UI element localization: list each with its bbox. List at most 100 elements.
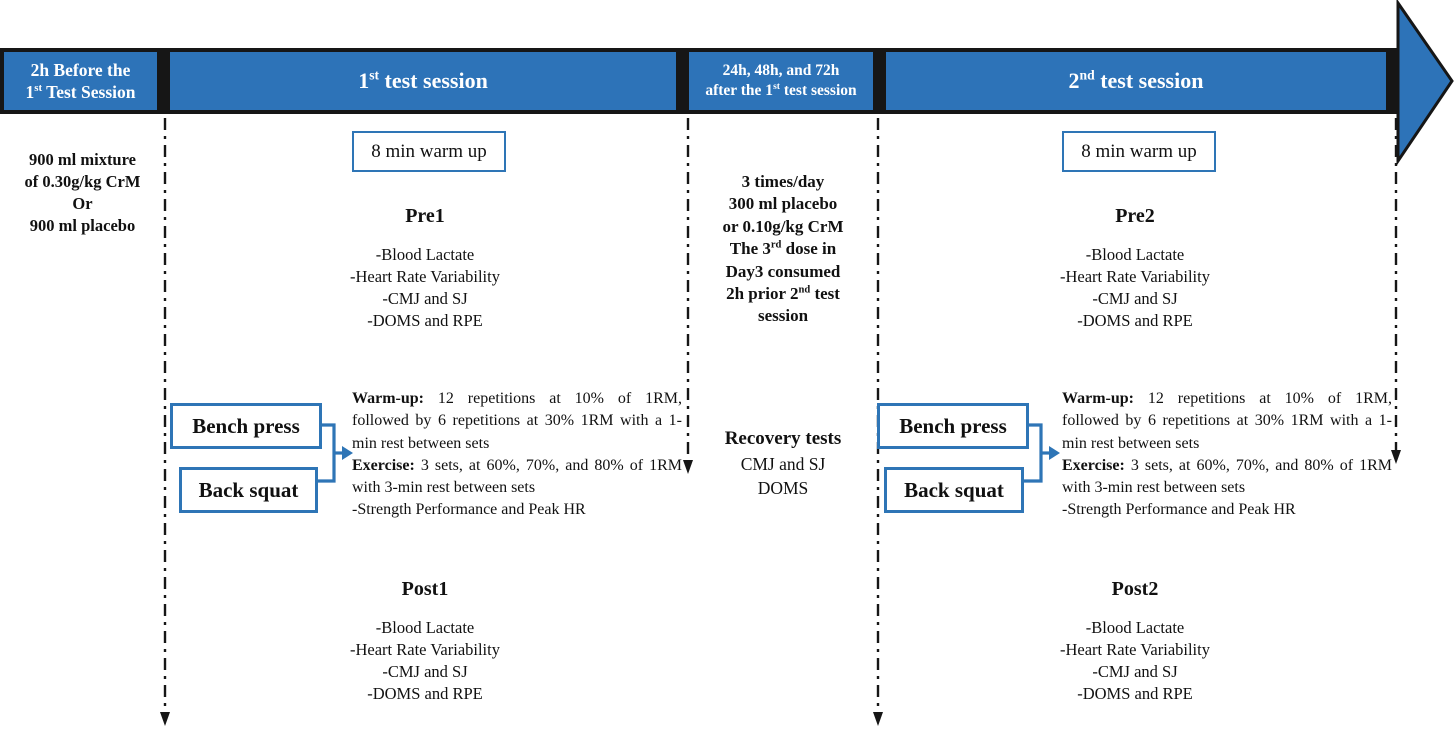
measure-item: -Blood Lactate xyxy=(375,245,475,264)
post2-label: Post2 xyxy=(1111,578,1159,600)
measure-item: -Heart Rate Variability xyxy=(1060,640,1210,659)
down-arrow-icon xyxy=(683,460,693,474)
protocol-exercise-text: 3 sets, at 60%, 70%, and 80% of 1RM with… xyxy=(352,456,682,497)
superscript: st xyxy=(34,82,43,95)
header-section-session2: 2nd test session xyxy=(886,52,1386,110)
header-session1-label: 1st test session xyxy=(358,68,488,94)
header-before-line1: 2h Before the xyxy=(30,60,131,80)
supplement-line: 900 ml placebo xyxy=(29,216,136,235)
timeline-header-bar: 2h Before the 1st Test Session 1st test … xyxy=(0,48,1400,114)
header-session2-label: 2nd test session xyxy=(1069,68,1204,94)
timeline-arrowhead-icon xyxy=(1396,0,1454,166)
text-run: 2 xyxy=(1068,68,1080,93)
header-interval-line1: 24h, 48h, and 72h xyxy=(722,62,840,79)
back-squat-box-session1: Back squat xyxy=(179,467,318,513)
text-run: 1 xyxy=(25,82,35,102)
measure-item: -Blood Lactate xyxy=(1085,245,1185,264)
post2-measures-list: -Blood Lactate -Heart Rate Variability -… xyxy=(985,617,1285,705)
pre1-measures-list: -Blood Lactate -Heart Rate Variability -… xyxy=(275,244,575,332)
post1-measures-list: -Blood Lactate -Heart Rate Variability -… xyxy=(275,617,575,705)
down-arrow-icon xyxy=(1391,450,1401,464)
supplement-line: of 0.30g/kg CrM xyxy=(24,172,141,191)
measure-item: -CMJ and SJ xyxy=(382,662,468,681)
protocol-warmup-bold: Warm-up: xyxy=(1062,390,1134,407)
protocol-warmup-text: 12 repetitions at 10% of 1RM, followed b… xyxy=(352,390,682,452)
pre2-label: Pre2 xyxy=(1115,205,1155,227)
dose-line: session xyxy=(757,306,809,326)
protocol-warmup: Warm-up: 12 repetitions at 10% of 1RM, f… xyxy=(352,388,682,455)
protocol-exercise-bold: Exercise: xyxy=(352,456,415,474)
dose-line: Day3 consumed xyxy=(725,261,841,281)
measure-item: -Blood Lactate xyxy=(375,618,475,637)
measure-item: -DOMS and RPE xyxy=(367,684,483,703)
measure-item: -DOMS and RPE xyxy=(1077,684,1193,703)
header-section-before: 2h Before the 1st Test Session xyxy=(4,52,157,110)
right-arrow-icon xyxy=(1049,446,1060,460)
measure-item: -Heart Rate Variability xyxy=(350,267,500,286)
supplement-line: 900 ml mixture xyxy=(29,150,136,169)
header-interval-line2: after the 1st test session xyxy=(705,81,856,101)
recovery-test-item: DOMS xyxy=(757,478,809,498)
protocol-text-session2: Warm-up: 12 repetitions at 10% of 1RM, f… xyxy=(1062,388,1392,522)
text-run: The 3 xyxy=(729,239,771,259)
measure-item: -CMJ and SJ xyxy=(1092,662,1178,681)
dose-line: or 0.10g/kg CrM xyxy=(722,216,844,236)
protocol-exercise-bold: Exercise: xyxy=(1062,456,1125,474)
text-run: 2h prior 2 xyxy=(726,284,799,304)
text-run: test session xyxy=(780,82,857,99)
bench-press-box-session1: Bench press xyxy=(170,403,322,449)
protocol-warmup-text: 12 repetitions at 10% of 1RM, followed b… xyxy=(1062,390,1392,452)
text-run: Test Session xyxy=(42,82,136,102)
header-before-line2: 1st Test Session xyxy=(26,81,136,103)
superscript: nd xyxy=(798,284,811,296)
dose-text: 3 times/day 300 ml placebo or 0.10g/kg C… xyxy=(690,171,876,328)
text-run: test session xyxy=(379,68,488,93)
down-arrow-icon xyxy=(873,712,883,726)
measure-item: -Heart Rate Variability xyxy=(1060,267,1210,286)
pre2-measures-list: -Blood Lactate -Heart Rate Variability -… xyxy=(985,244,1285,332)
protocol-exercise-text: 3 sets, at 60%, 70%, and 80% of 1RM with… xyxy=(1062,456,1392,497)
dose-line: The 3rd dose in xyxy=(690,238,876,260)
text-run: test session xyxy=(1094,68,1204,93)
pre1-label: Pre1 xyxy=(405,205,445,227)
measure-item: -Heart Rate Variability xyxy=(350,640,500,659)
post1-label: Post1 xyxy=(401,578,449,600)
recovery-test-item: CMJ and SJ xyxy=(740,454,826,474)
protocol-warmup-bold: Warm-up: xyxy=(352,390,424,407)
measure-item: -CMJ and SJ xyxy=(1092,289,1178,308)
protocol-warmup: Warm-up: 12 repetitions at 10% of 1RM, f… xyxy=(1062,388,1392,455)
text-run: test xyxy=(810,284,840,304)
superscript: rd xyxy=(770,239,782,251)
recovery-tests-list: CMJ and SJ DOMS xyxy=(690,452,876,500)
measure-item: -CMJ and SJ xyxy=(382,289,468,308)
warmup-box-session2: 8 min warm up xyxy=(1062,131,1216,172)
back-squat-box-session2: Back squat xyxy=(884,467,1024,513)
down-arrow-icon xyxy=(160,712,170,726)
bench-press-box-session2: Bench press xyxy=(877,403,1029,449)
protocol-strength: -Strength Performance and Peak HR xyxy=(352,501,586,519)
protocol-exercise: Exercise: 3 sets, at 60%, 70%, and 80% o… xyxy=(1062,455,1392,500)
supplement-text: 900 ml mixture of 0.30g/kg CrM Or 900 ml… xyxy=(0,149,165,237)
superscript: st xyxy=(369,67,380,83)
dose-line: 3 times/day xyxy=(741,172,825,191)
protocol-text-session1: Warm-up: 12 repetitions at 10% of 1RM, f… xyxy=(352,388,682,522)
measure-item: -DOMS and RPE xyxy=(367,311,483,330)
superscript: st xyxy=(773,80,780,92)
text-run: dose in xyxy=(781,239,837,259)
text-run: after the 1 xyxy=(705,82,774,99)
warmup-box-session1: 8 min warm up xyxy=(352,131,506,172)
dose-line: 2h prior 2nd test xyxy=(690,283,876,305)
recovery-tests-title: Recovery tests xyxy=(724,428,842,449)
superscript: nd xyxy=(1079,67,1095,83)
measure-item: -Blood Lactate xyxy=(1085,618,1185,637)
measure-item: -DOMS and RPE xyxy=(1077,311,1193,330)
protocol-exercise: Exercise: 3 sets, at 60%, 70%, and 80% o… xyxy=(352,455,682,500)
dose-line: 300 ml placebo xyxy=(728,194,838,214)
right-arrow-icon xyxy=(342,446,353,460)
supplement-line: Or xyxy=(72,194,93,213)
text-run: 1 xyxy=(358,68,370,93)
header-section-interval: 24h, 48h, and 72h after the 1st test ses… xyxy=(689,52,873,110)
header-section-session1: 1st test session xyxy=(170,52,676,110)
protocol-strength: -Strength Performance and Peak HR xyxy=(1062,501,1296,519)
